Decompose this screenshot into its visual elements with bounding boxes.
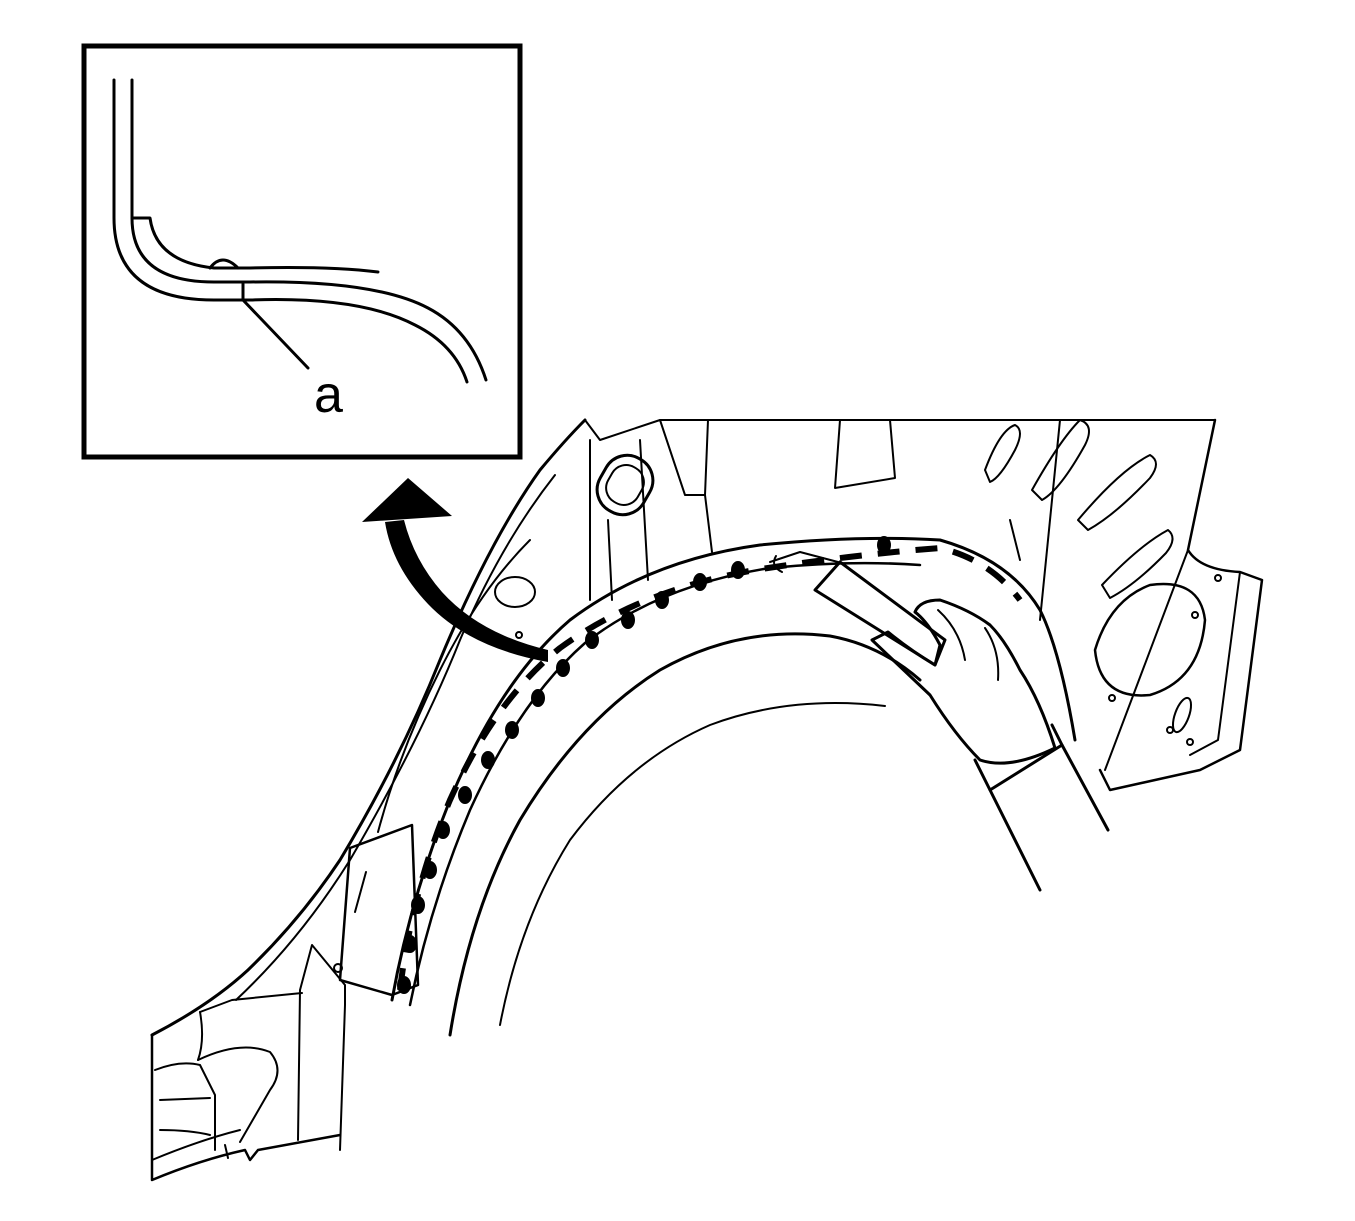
rocker-inner-line — [154, 1062, 229, 1159]
inner-panel-slot-inner — [605, 464, 645, 506]
inner-panel-slot-outer — [595, 453, 655, 517]
lower-bracket-hole — [333, 963, 343, 973]
inset-callout-a: a — [314, 366, 343, 424]
inset-detail: a — [81, 43, 523, 460]
reference-arrow — [362, 478, 548, 662]
sealer-dots — [397, 536, 891, 994]
right-panel-hole-5 — [1186, 738, 1194, 746]
wheel-arch-outer-edge — [390, 536, 1077, 1002]
sealer-bead-path — [397, 544, 1023, 991]
inner-panel-top-edge — [584, 419, 1216, 441]
lower-panel-step — [297, 944, 346, 1151]
right-panel-slot-4 — [1101, 529, 1174, 599]
right-panel-rib — [1009, 419, 1061, 621]
arrow-head — [362, 478, 452, 522]
lower-bracket-outline — [338, 823, 420, 997]
rocker-outer-line — [151, 1011, 241, 1161]
right-panel-oval-slot — [1171, 696, 1193, 734]
inset-inner-panel — [130, 78, 488, 382]
right-panel-slot-3 — [1077, 454, 1157, 531]
body-inner-contour — [235, 474, 556, 1001]
inner-panel-round-hole — [494, 576, 536, 608]
right-panel-hole-1 — [1214, 574, 1222, 582]
gloved-hand — [870, 598, 1057, 765]
wheel-opening-edge — [448, 632, 922, 1037]
right-panel-hole-4 — [1166, 726, 1174, 734]
right-panel-hole-3 — [1108, 694, 1116, 702]
body-crease-line — [377, 539, 531, 833]
right-panel-hole-2 — [1191, 611, 1199, 619]
right-panel-slot-1 — [984, 424, 1021, 483]
inner-panel-strip — [704, 419, 896, 496]
arrow-shaft — [385, 520, 548, 662]
inset-leader-line — [241, 282, 310, 370]
lower-bracket-slot — [354, 871, 367, 913]
inset-sealer-bead — [208, 258, 240, 270]
right-panel-flange — [1104, 549, 1241, 771]
sealer-tool-edge — [769, 551, 839, 573]
wheel-opening-inner-edge — [499, 702, 886, 1026]
glove-cuff — [973, 723, 1064, 792]
body-outer-contour — [150, 418, 587, 1037]
inner-panel-small-hole — [515, 631, 523, 639]
right-panel-slot-2 — [1031, 419, 1090, 501]
wheelhouse-assembly — [150, 418, 1264, 1182]
sealer-spreading-tool — [813, 560, 947, 667]
rocker-outline — [150, 1033, 342, 1182]
hand-finger-lines — [937, 609, 1000, 681]
right-panel-opening — [1093, 582, 1207, 697]
inset-outer-panel — [112, 78, 469, 384]
right-panel-outline — [1098, 418, 1264, 792]
rocker-upper-line — [197, 992, 303, 1143]
inner-panel-left-pillar — [589, 419, 713, 601]
forearm — [988, 743, 1110, 892]
inset-frame — [81, 43, 523, 460]
inset-flange-lip — [130, 216, 380, 274]
